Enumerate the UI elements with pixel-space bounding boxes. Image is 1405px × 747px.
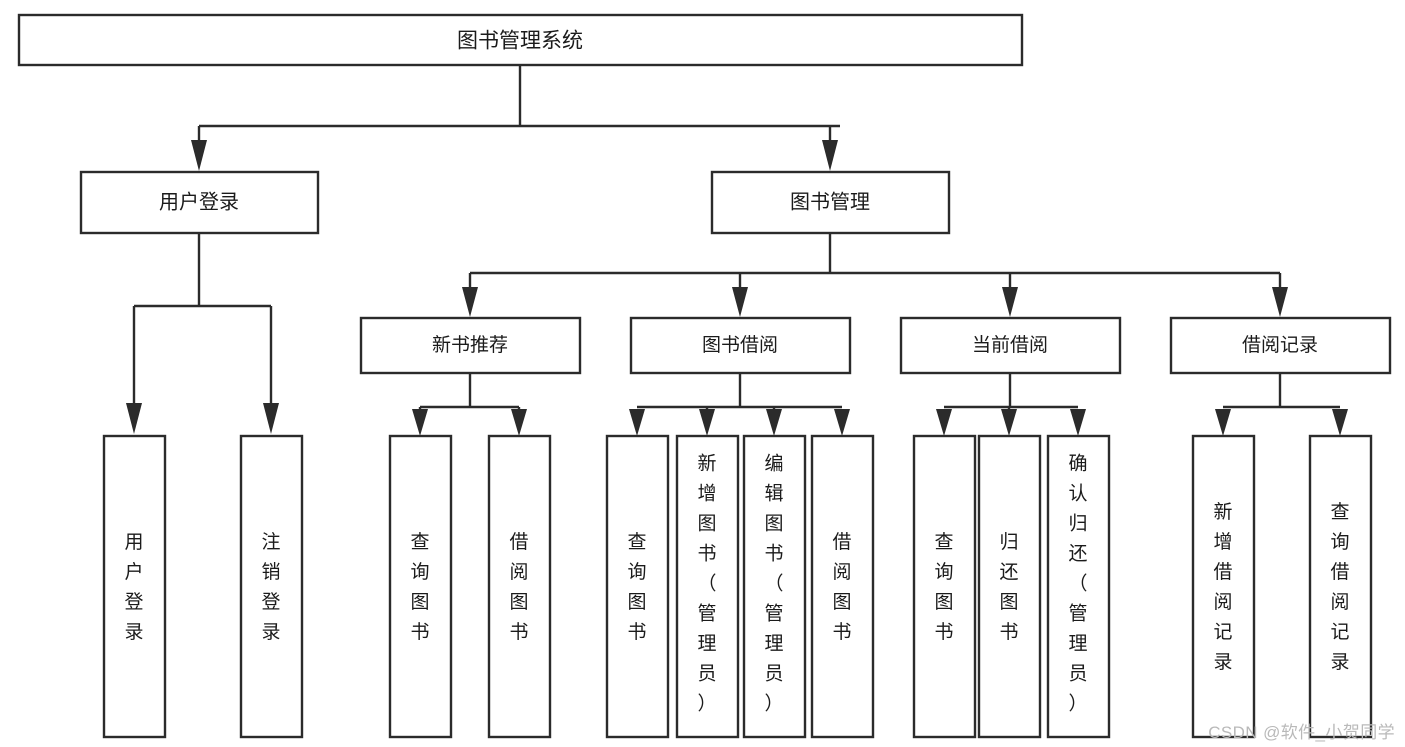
leaf-node-br-query-record[interactable]: 查询借阅记录 <box>1308 434 1373 739</box>
node-current-borrow-box[interactable] <box>899 316 1122 375</box>
arrowhead-bookborrow-leaf-3 <box>766 409 782 436</box>
node-book-manage-label: 图书管理 <box>790 190 870 213</box>
leaf-node-bb-borrow-book-label: 借阅图书 <box>832 531 851 643</box>
arrowhead-bookborrow-leaf-4 <box>834 409 850 436</box>
leaf-node-bb-borrow-book-box[interactable] <box>810 434 875 739</box>
leaf-node-user-login[interactable]: 用户登录 <box>102 434 167 739</box>
leaf-node-br-add-record[interactable]: 新增借阅记录 <box>1191 434 1256 739</box>
leaf-node-bb-query-book[interactable]: 查询图书 <box>605 434 670 739</box>
node-current-borrow[interactable]: 当前借阅 <box>899 316 1122 375</box>
leaf-node-cb-confirm-return-admin-label: 确认归还（管理员） <box>1068 453 1087 715</box>
connectors-group <box>126 66 1348 436</box>
arrowhead-borrowrecord-leaf-2 <box>1332 409 1348 436</box>
leaf-node-nbr-query-book-label: 查询图书 <box>410 531 429 643</box>
arrowhead-current-borrow <box>1002 287 1018 317</box>
leaf-node-br-add-record-box[interactable] <box>1191 434 1256 739</box>
leaf-node-user-login-box[interactable] <box>102 434 167 739</box>
node-borrow-record-label: 借阅记录 <box>1242 334 1318 356</box>
leaf-node-br-add-record-label: 新增借阅记录 <box>1213 501 1232 673</box>
arrowhead-bookborrow-leaf-2 <box>699 409 715 436</box>
leaf-node-logout-login-label: 注销登录 <box>261 531 280 643</box>
node-book-borrow[interactable]: 图书借阅 <box>629 316 852 375</box>
leaf-node-br-query-record-label: 查询借阅记录 <box>1330 501 1349 673</box>
arrowhead-currentborrow-leaf-3 <box>1070 409 1086 436</box>
leaf-node-logout-login-box[interactable] <box>239 434 304 739</box>
leaf-node-cb-return-book[interactable]: 归还图书 <box>977 434 1042 739</box>
arrowhead-currentborrow-leaf-2 <box>1001 409 1017 436</box>
leaf-node-user-login-label: 用户登录 <box>124 532 143 643</box>
node-book-borrow-box[interactable] <box>629 316 852 375</box>
leaf-node-cb-return-book-label: 归还图书 <box>999 531 1018 643</box>
arrowhead-bookborrow-leaf-1 <box>629 409 645 436</box>
node-current-borrow-label: 当前借阅 <box>972 334 1048 356</box>
leaf-node-cb-query-book-box[interactable] <box>912 434 977 739</box>
node-user-login-box[interactable] <box>79 170 320 235</box>
leaf-node-logout-login[interactable]: 注销登录 <box>239 434 304 739</box>
leaf-node-nbr-borrow-book[interactable]: 借阅图书 <box>487 434 552 739</box>
leaf-node-bb-query-book-box[interactable] <box>605 434 670 739</box>
arrowhead-book-manage <box>822 140 838 171</box>
node-user-login-label: 用户登录 <box>159 190 239 213</box>
node-new-book-recommend[interactable]: 新书推荐 <box>359 316 582 375</box>
leaf-node-bb-edit-book-admin-label: 编辑图书（管理员） <box>764 453 783 715</box>
leaf-node-bb-add-book-admin-box[interactable] <box>675 434 740 739</box>
leaf-node-cb-confirm-return-admin[interactable]: 确认归还（管理员） <box>1046 434 1111 739</box>
node-root[interactable]: 图书管理系统 <box>17 13 1024 67</box>
node-user-login[interactable]: 用户登录 <box>79 170 320 235</box>
leaf-node-nbr-query-book-box[interactable] <box>388 434 453 739</box>
arrowhead-borrow-record <box>1272 287 1288 317</box>
leaf-node-cb-confirm-return-admin-box[interactable] <box>1046 434 1111 739</box>
leaf-node-br-query-record-box[interactable] <box>1308 434 1373 739</box>
leaf-node-nbr-borrow-book-box[interactable] <box>487 434 552 739</box>
leaf-node-nbr-query-book[interactable]: 查询图书 <box>388 434 453 739</box>
node-borrow-record[interactable]: 借阅记录 <box>1169 316 1392 375</box>
leaf-node-cb-return-book-box[interactable] <box>977 434 1042 739</box>
leaf-node-nbr-borrow-book-label: 借阅图书 <box>509 531 528 643</box>
leaf-node-bb-edit-book-admin[interactable]: 编辑图书（管理员） <box>742 434 807 739</box>
node-new-book-recommend-label: 新书推荐 <box>432 334 508 356</box>
arrowhead-user-login <box>191 140 207 171</box>
leaf-node-cb-query-book-label: 查询图书 <box>934 531 953 643</box>
leaf-node-bb-query-book-label: 查询图书 <box>627 531 646 643</box>
arrowhead-newbook-leaf-1 <box>412 409 428 436</box>
leaf-node-bb-add-book-admin[interactable]: 新增图书（管理员） <box>675 434 740 739</box>
leaf-node-bb-add-book-admin-label: 新增图书（管理员） <box>697 453 716 715</box>
arrowhead-currentborrow-leaf-1 <box>936 409 952 436</box>
leaf-node-bb-edit-book-admin-box[interactable] <box>742 434 807 739</box>
node-book-borrow-label: 图书借阅 <box>702 334 778 356</box>
node-root-label: 图书管理系统 <box>457 30 583 53</box>
arrowhead-leaf-logout-login <box>263 403 279 434</box>
node-book-manage-box[interactable] <box>710 170 951 235</box>
arrowhead-leaf-user-login <box>126 403 142 434</box>
arrowhead-book-borrow <box>732 287 748 317</box>
node-borrow-record-box[interactable] <box>1169 316 1392 375</box>
node-book-manage[interactable]: 图书管理 <box>710 170 951 235</box>
arrowhead-newbook-leaf-2 <box>511 409 527 436</box>
leaf-node-cb-query-book[interactable]: 查询图书 <box>912 434 977 739</box>
leaf-node-bb-borrow-book[interactable]: 借阅图书 <box>810 434 875 739</box>
arrowhead-borrowrecord-leaf-1 <box>1215 409 1231 436</box>
arrowhead-new-book-recommend <box>462 287 478 317</box>
node-new-book-recommend-box[interactable] <box>359 316 582 375</box>
node-root-box[interactable] <box>17 13 1024 67</box>
